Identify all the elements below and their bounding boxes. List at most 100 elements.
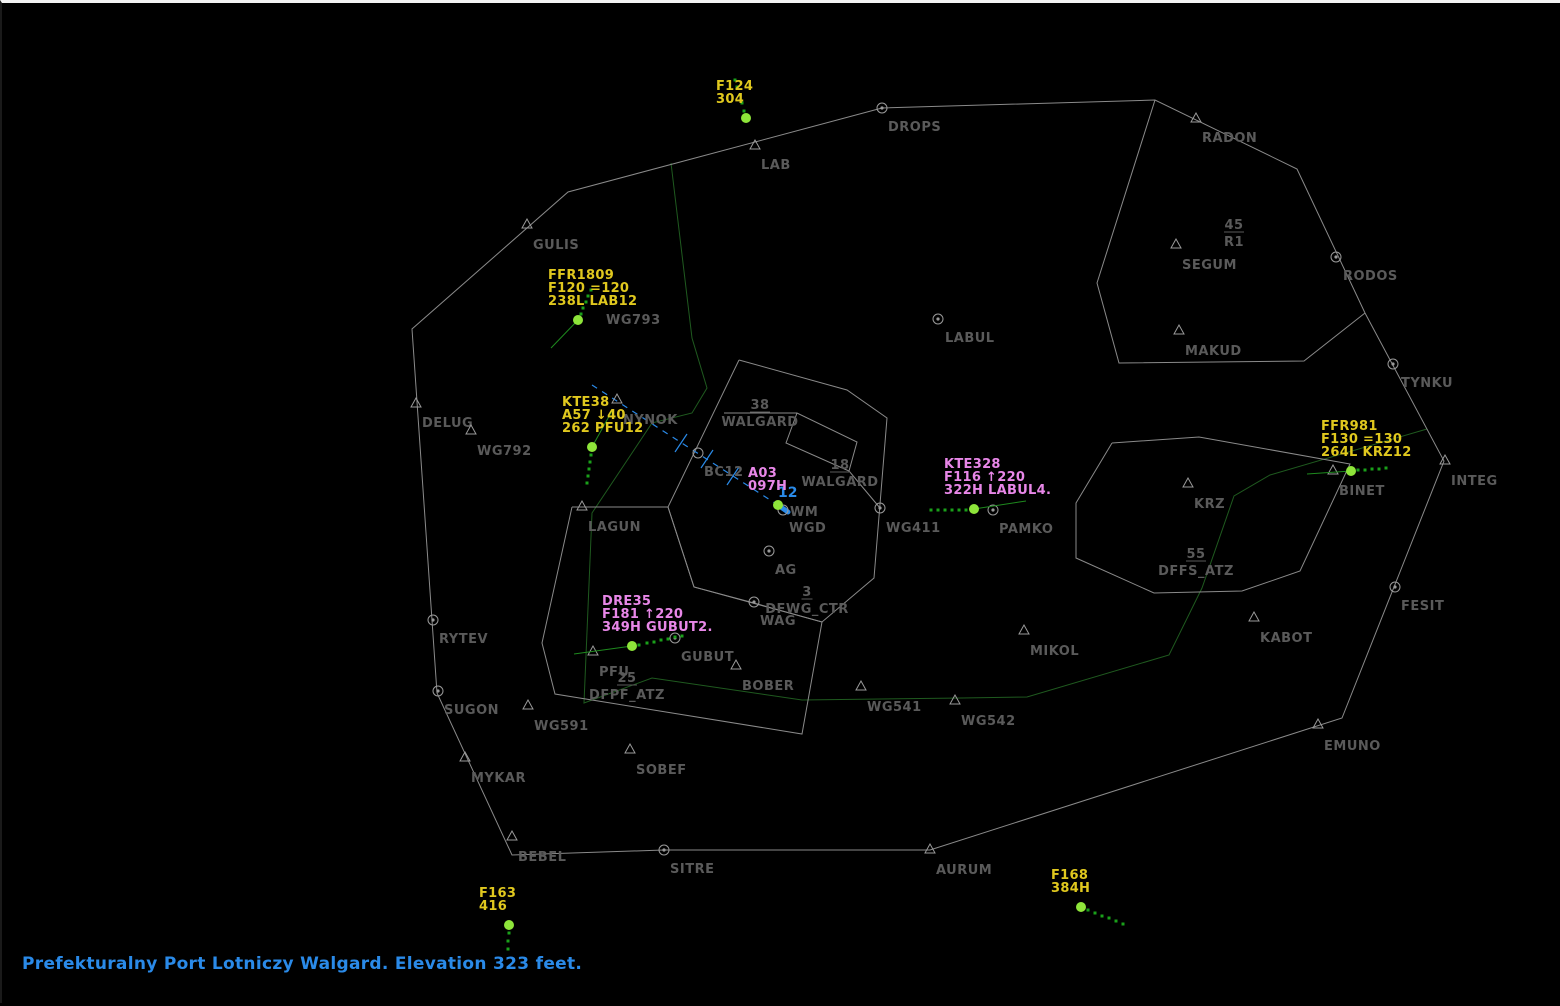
aircraft-blip-icon[interactable] <box>969 504 979 514</box>
fix-lagun[interactable]: LAGUN <box>576 499 641 535</box>
aircraft-label-line[interactable]: A03 <box>748 466 777 481</box>
fix-label: SEGUM <box>1182 258 1237 273</box>
fix-wg541[interactable]: WG541 <box>855 679 922 715</box>
fix-bc12[interactable]: BC12 <box>692 447 744 480</box>
fix-fesit[interactable]: FESIT <box>1389 581 1444 614</box>
fix-pamko[interactable]: PAMKO <box>987 504 1053 537</box>
fix-sitre[interactable]: SITRE <box>658 844 714 877</box>
aircraft-blip-icon[interactable] <box>1346 466 1356 476</box>
fix-wg591[interactable]: WG591 <box>522 698 589 734</box>
fix-nynok[interactable]: NYNOK <box>611 392 678 428</box>
fix-radon[interactable]: RADON <box>1190 111 1257 146</box>
aircraft-label-line[interactable]: F120 =120 <box>548 281 629 296</box>
fix-lab[interactable]: LAB <box>749 138 791 173</box>
fix-bober[interactable]: BOBER <box>730 658 794 694</box>
fix-labul[interactable]: LABUL <box>932 313 995 346</box>
fix-emuno[interactable]: EMUNO <box>1312 717 1381 754</box>
aircraft-label-line[interactable]: 238L LAB12 <box>548 294 637 309</box>
fix-delug[interactable]: DELUG <box>410 396 473 431</box>
aircraft-label-line[interactable]: 416 <box>479 899 507 914</box>
history-dot <box>659 638 663 642</box>
aircraft-label-line[interactable]: KTE38 <box>562 395 609 410</box>
fix-wag[interactable]: WAG <box>748 596 796 629</box>
fix-label: LAGUN <box>588 520 641 535</box>
aircraft-label-line[interactable]: 304 <box>716 92 744 107</box>
fix-aurum[interactable]: AURUM <box>924 842 992 878</box>
aircraft-label-line[interactable]: 262 PFU12 <box>562 421 643 436</box>
fix-sugon[interactable]: SUGON <box>432 685 499 718</box>
aircraft-blip-icon[interactable] <box>504 920 514 930</box>
fix-wm[interactable]: WM <box>790 505 818 520</box>
fix-rytev[interactable]: RYTEV <box>427 614 488 647</box>
fix-integ[interactable]: INTEG <box>1439 453 1498 489</box>
fix-wg792[interactable]: WG792 <box>465 423 532 459</box>
fix-drops[interactable]: DROPS <box>876 102 941 135</box>
aircraft-label-line[interactable]: F168 <box>1051 868 1088 883</box>
fix-segum[interactable]: SEGUM <box>1170 237 1237 273</box>
fix-mykar[interactable]: MYKAR <box>459 750 526 786</box>
approach-centerline <box>591 384 785 510</box>
waypoint-triangle-icon <box>1170 237 1182 249</box>
fix-label: WG793 <box>606 313 661 328</box>
fix-wg542[interactable]: WG542 <box>949 693 1016 729</box>
aircraft-blip-icon[interactable] <box>587 442 597 452</box>
aircraft-label-line[interactable]: F124 <box>716 79 753 94</box>
aircraft-label-line[interactable]: F116 ↑220 <box>944 470 1025 485</box>
fix-label: RODOS <box>1343 269 1398 284</box>
fix-bebel[interactable]: BEBEL <box>506 829 566 865</box>
fix-gulis[interactable]: GULIS <box>521 217 579 253</box>
aircraft-label-line[interactable]: FFR981 <box>1321 419 1378 434</box>
fix-label: RYTEV <box>439 632 488 647</box>
radar-scope[interactable]: 12 DROPSLABRADONGULISSEGUMRODOSWG793LABU… <box>2 3 1560 1006</box>
fix-rodos[interactable]: RODOS <box>1330 251 1398 284</box>
vor-center-dot <box>752 600 756 604</box>
aircraft-label-line[interactable]: F181 ↑220 <box>602 607 683 622</box>
aircraft-blip-icon[interactable] <box>1076 902 1086 912</box>
fix-tynku[interactable]: TYNKU <box>1387 358 1453 391</box>
aircraft-blip-icon[interactable] <box>741 113 751 123</box>
fix-ag[interactable]: AG <box>763 545 797 578</box>
aircraft-blip-icon[interactable] <box>573 315 583 325</box>
fix-pfu[interactable]: PFU <box>587 644 629 680</box>
fix-sobef[interactable]: SOBEF <box>624 742 687 778</box>
fix-mikol[interactable]: MIKOL <box>1018 623 1079 659</box>
fix-label: AURUM <box>936 863 992 878</box>
fix-wg411[interactable]: WG411 <box>874 502 941 536</box>
aircraft-label-line[interactable]: A57 ↓40 <box>562 408 626 423</box>
aircraft-label-line[interactable]: 264L KRZ12 <box>1321 445 1412 460</box>
aircraft-label-line[interactable]: F163 <box>479 886 516 901</box>
fix-label: RADON <box>1202 131 1257 146</box>
aircraft-label-line[interactable]: 384H <box>1051 881 1090 896</box>
aircraft-label-line[interactable]: DRE35 <box>602 594 651 609</box>
aircraft-label-line[interactable]: 349H GUBUT2. <box>602 620 713 635</box>
fix-krz[interactable]: KRZ <box>1182 476 1225 512</box>
fix-label: WG792 <box>477 444 532 459</box>
fix-kabot[interactable]: KABOT <box>1248 610 1312 646</box>
aircraft-label-line[interactable]: FFR1809 <box>548 268 614 283</box>
fix-gubut[interactable]: GUBUT <box>669 632 734 665</box>
aircraft-label-line[interactable]: F130 =130 <box>1321 432 1402 447</box>
history-dot <box>666 637 670 641</box>
waypoint-triangle-icon <box>459 750 471 762</box>
aircraft-blip-icon[interactable] <box>773 500 783 510</box>
aircraft-label-line[interactable]: 322H LABUL4. <box>944 483 1051 498</box>
aircraft-blip-icon[interactable] <box>627 641 637 651</box>
fix-wg793[interactable]: WG793 <box>606 313 661 328</box>
fix-binet[interactable]: BINET <box>1327 463 1385 499</box>
aircraft-label-line[interactable]: 097H <box>748 479 787 494</box>
aircraft-label-line[interactable]: KTE328 <box>944 457 1001 472</box>
waypoint-triangle-icon <box>624 742 636 754</box>
fix-makud[interactable]: MAKUD <box>1173 323 1242 359</box>
history-dot <box>1384 466 1388 470</box>
